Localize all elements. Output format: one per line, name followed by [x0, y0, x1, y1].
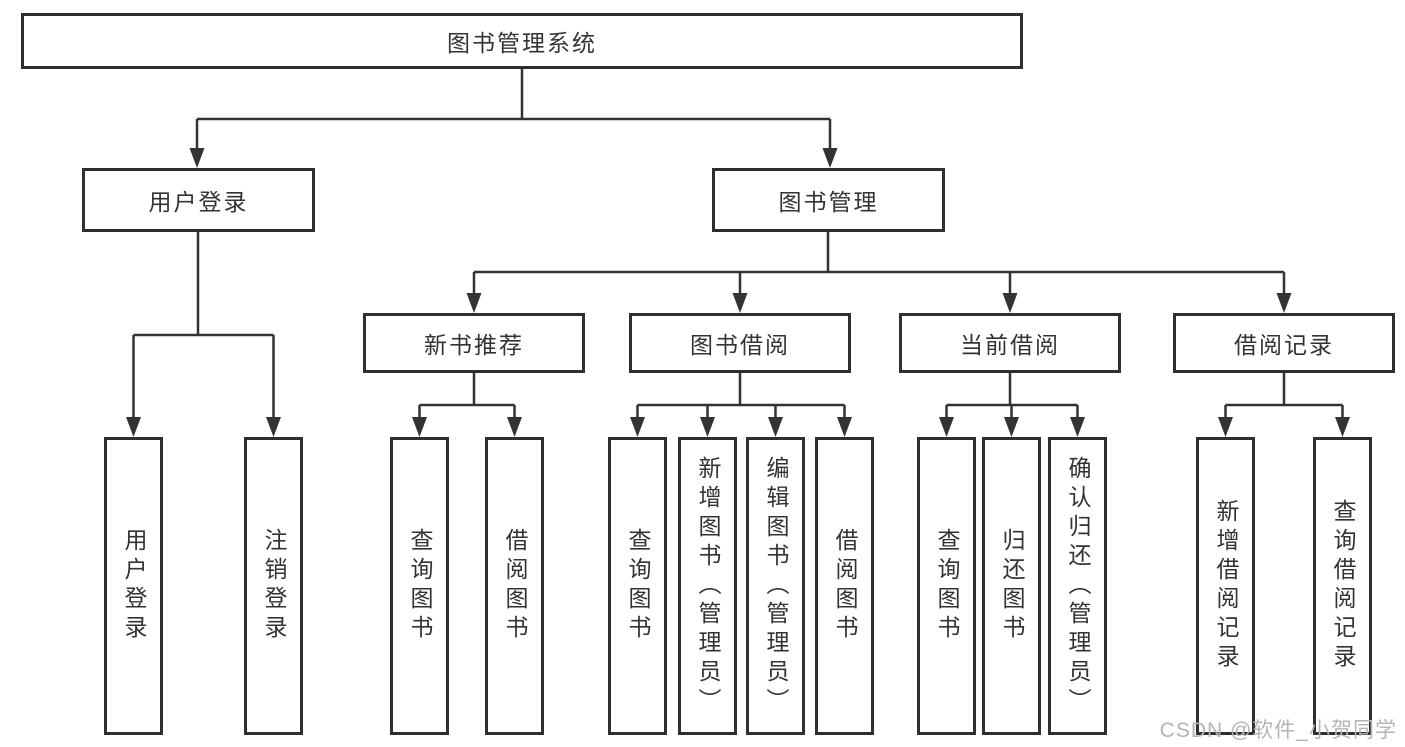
leaf-query-books-current: 查询图书 — [917, 437, 976, 735]
leaf-borrow-books-recommend-label: 借阅图书 — [502, 528, 528, 644]
leaf-add-borrow-record-label: 新增借阅记录 — [1213, 499, 1239, 673]
leaf-borrow-books-recommend: 借阅图书 — [485, 437, 544, 735]
leaf-query-borrow-record-label: 查询借阅记录 — [1330, 499, 1356, 673]
leaf-return-books-label: 归还图书 — [999, 528, 1025, 644]
leaf-return-books: 归还图书 — [982, 437, 1041, 735]
leaf-user-login: 用户登录 — [104, 437, 163, 735]
leaf-edit-book-admin: 编辑图书（管理员） — [746, 437, 805, 735]
leaf-user-login-label: 用户登录 — [121, 528, 147, 644]
leaf-confirm-return-admin: 确认归还（管理员） — [1048, 437, 1107, 735]
leaf-query-books-recommend-label: 查询图书 — [407, 528, 433, 644]
leaf-add-borrow-record: 新增借阅记录 — [1196, 437, 1255, 735]
arrowhead-icons — [126, 148, 1350, 437]
node-root-system: 图书管理系统 — [21, 13, 1023, 69]
leaf-query-borrow-record: 查询借阅记录 — [1313, 437, 1372, 735]
leaf-query-books-borrow-label: 查询图书 — [625, 528, 651, 644]
leaf-query-books-current-label: 查询图书 — [934, 528, 960, 644]
node-new-book-recommend: 新书推荐 — [363, 313, 585, 373]
leaf-logout-label: 注销登录 — [261, 528, 287, 644]
csdn-watermark: CSDN @软件_小贺同学 — [1159, 719, 1397, 742]
leaf-edit-book-admin-label: 编辑图书（管理员） — [763, 455, 789, 717]
leaf-query-books-recommend: 查询图书 — [390, 437, 449, 735]
leaf-query-books-borrow: 查询图书 — [608, 437, 667, 735]
node-current-borrow: 当前借阅 — [899, 313, 1121, 373]
node-user-login-branch: 用户登录 — [82, 168, 315, 232]
node-book-management-branch: 图书管理 — [712, 168, 945, 232]
leaf-add-book-admin-label: 新增图书（管理员） — [695, 455, 721, 717]
leaf-borrow-books-borrow: 借阅图书 — [815, 437, 874, 735]
leaf-borrow-books-borrow-label: 借阅图书 — [832, 528, 858, 644]
leaf-add-book-admin: 新增图书（管理员） — [678, 437, 737, 735]
node-borrow-records: 借阅记录 — [1173, 313, 1395, 373]
leaf-confirm-return-admin-label: 确认归还（管理员） — [1065, 455, 1091, 717]
leaf-logout: 注销登录 — [244, 437, 303, 735]
node-book-borrow: 图书借阅 — [629, 313, 851, 373]
